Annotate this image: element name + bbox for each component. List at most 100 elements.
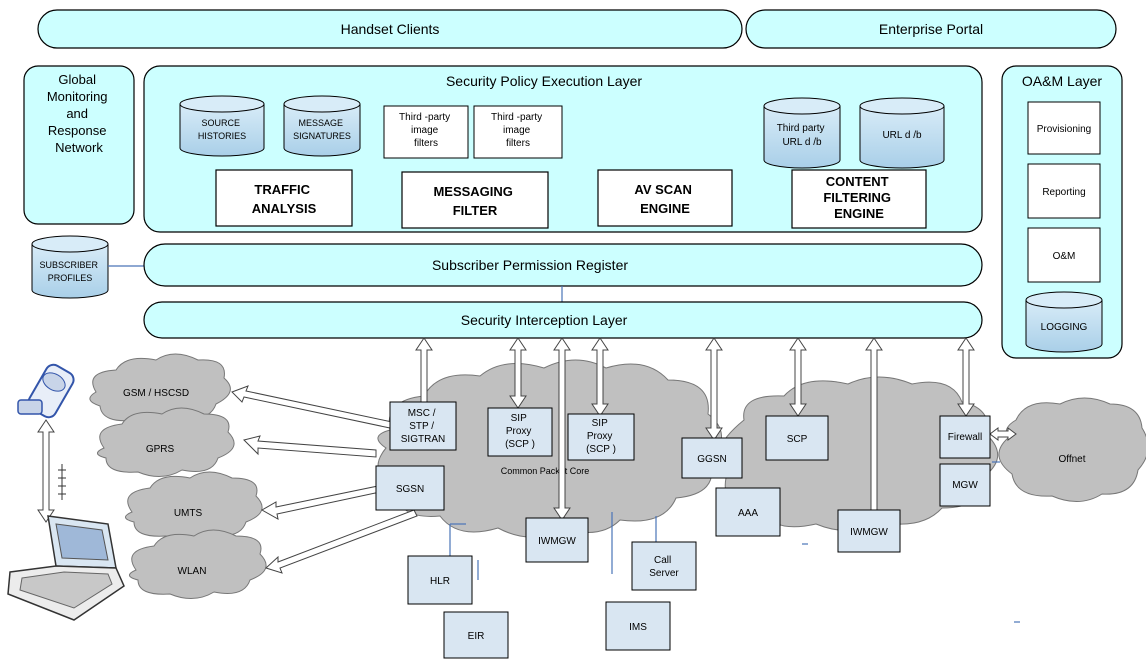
node-label: GGSN	[697, 454, 726, 465]
engine-label: ENGINE	[640, 201, 690, 216]
engine-label: ENGINE	[834, 206, 884, 221]
node-label: SIGTRAN	[401, 434, 445, 445]
svg-text:AV SCAN ENGINE: AV SCAN ENGINE	[634, 182, 695, 216]
subscriber-permission-register-bar: Subscriber Permission Register	[143, 243, 983, 287]
engine-label: MESSAGING	[433, 184, 512, 199]
global-monitoring-panel: Global Monitoring and Response Network	[23, 65, 135, 225]
antenna-icon	[58, 464, 66, 500]
url-database-icon: URL d /b	[859, 97, 945, 169]
sil-label: Security Interception Layer	[461, 312, 628, 328]
handset-clients-bar: Handset Clients	[37, 9, 743, 49]
umts-cloud: UMTS	[125, 471, 263, 541]
node-label: EIR	[468, 631, 485, 642]
node-label: IMS	[629, 622, 647, 633]
db-label: Third party	[777, 123, 825, 134]
filter-label: image	[503, 125, 531, 136]
global-monitoring-line: Network	[55, 140, 103, 155]
subscriber-profiles-database-icon: SUBSCRIBER PROFILES	[31, 235, 109, 299]
enterprise-portal-label: Enterprise Portal	[879, 21, 983, 37]
enterprise-portal-bar: Enterprise Portal	[745, 9, 1117, 49]
security-policy-execution-layer: Security Policy Execution Layer SOURCE H…	[143, 65, 983, 233]
network-label: UMTS	[174, 508, 203, 519]
node-label: SGSN	[396, 484, 424, 495]
node-label: SIP	[511, 413, 527, 424]
eir-box: EIR	[443, 611, 509, 659]
network-label: GPRS	[146, 444, 175, 455]
firewall-box: Firewall	[939, 415, 991, 459]
logging-label: LOGGING	[1041, 322, 1088, 333]
oam-title: OA&M Layer	[1022, 73, 1102, 89]
security-interception-layer-bar: Security Interception Layer	[143, 301, 983, 339]
db-label: URL d /b	[882, 130, 922, 141]
node-label: Call	[654, 555, 671, 566]
svg-text:Call Server: Call Server	[649, 555, 679, 579]
gprs-cloud: GPRS	[97, 407, 235, 477]
av-scan-engine-box: AV SCAN ENGINE	[597, 169, 733, 227]
mgw-box: MGW	[939, 463, 991, 507]
svg-text:SOURCE HISTORIES: SOURCE HISTORIES	[198, 118, 246, 141]
message-signatures-database-icon: MESSAGE SIGNATURES	[283, 95, 361, 157]
filter-label: filters	[506, 138, 530, 149]
db-label: SIGNATURES	[293, 131, 351, 141]
engine-label: TRAFFIC	[254, 182, 310, 197]
global-monitoring-line: Global	[58, 72, 96, 87]
aaa-box: AAA	[715, 487, 781, 537]
db-label: URL d /b	[782, 137, 822, 148]
scp-box: SCP	[765, 415, 829, 461]
node-label: IWMGW	[538, 536, 576, 547]
provisioning-label: Provisioning	[1037, 124, 1091, 135]
node-label: Proxy	[506, 426, 532, 437]
spr-label: Subscriber Permission Register	[432, 257, 628, 273]
node-label: Firewall	[948, 432, 982, 443]
db-label: SOURCE	[201, 118, 240, 128]
db-label: HISTORIES	[198, 131, 246, 141]
node-label: STP /	[409, 421, 434, 432]
core-label: Common Packet Core	[501, 466, 590, 476]
core-connectors	[449, 461, 1020, 623]
msc-stp-sigtran-box: MSC / STP / SIGTRAN	[389, 401, 457, 451]
offnet-link-arrow	[989, 427, 1017, 441]
mobile-phone-icon	[17, 363, 75, 419]
om-label: O&M	[1053, 251, 1076, 262]
svg-text:Third party URL d /b: Third party URL d /b	[777, 123, 828, 148]
om-box: O&M	[1027, 227, 1101, 283]
node-label: SCP	[787, 434, 808, 445]
filter-label: Third -party	[399, 112, 450, 123]
hlr-box: HLR	[407, 555, 473, 605]
gsm-hscsd-cloud: GSM / HSCSD	[89, 353, 231, 425]
global-monitoring-line: and	[66, 106, 88, 121]
sgsn-box: SGSN	[375, 465, 445, 511]
global-monitoring-line: Response	[48, 123, 107, 138]
third-party-image-filter-2: Third -party image filters	[473, 105, 563, 159]
sip-proxy-box-1: SIP Proxy (SCP )	[487, 407, 553, 457]
content-filtering-engine-box: CONTENT FILTERING ENGINE	[791, 169, 927, 229]
node-label: Server	[649, 568, 679, 579]
messaging-filter-box: MESSAGING FILTER	[401, 171, 549, 229]
network-label: WLAN	[178, 566, 207, 577]
third-party-url-database-icon: Third party URL d /b	[763, 97, 841, 169]
svg-text:SIP Proxy (SCP ): SIP Proxy (SCP )	[505, 413, 535, 450]
svg-text:Third -party image: Third -party image filters	[491, 112, 545, 149]
svg-text:CONTENT FILTERING: CONTENT FILTERING ENGINE	[823, 174, 894, 221]
device-link-arrow	[37, 419, 55, 523]
reporting-label: Reporting	[1042, 187, 1085, 198]
svg-text:MESSAGE SIGNATURES: MESSAGE SIGNATURES	[293, 118, 351, 141]
iwmgw-box-1: IWMGW	[525, 517, 589, 563]
svg-text:Third -party image: Third -party image filters	[399, 112, 453, 149]
db-label: SUBSCRIBER	[39, 260, 98, 270]
node-label: MSC /	[408, 408, 436, 419]
db-label: PROFILES	[48, 273, 93, 283]
interception-arrows	[415, 337, 975, 541]
node-label: Proxy	[587, 431, 613, 442]
ggsn-box: GGSN	[681, 437, 743, 479]
svg-text:Global Monitoring: Global Monitoring and Response Network	[47, 72, 111, 155]
svg-text:TRAFFIC ANALYSIS: TRAFFIC ANALYSIS	[252, 182, 317, 216]
access-arrows	[231, 385, 418, 574]
provisioning-box: Provisioning	[1027, 101, 1101, 155]
reporting-box: Reporting	[1027, 163, 1101, 219]
svg-text:MSC / STP / SIGTRA: MSC / STP / SIGTRAN	[401, 408, 445, 445]
svg-text:SUBSCRIBER PROFILES: SUBSCRIBER PROFILES	[39, 260, 100, 283]
engine-label: AV SCAN	[634, 182, 692, 197]
filter-label: image	[411, 125, 439, 136]
oam-layer-panel: OA&M Layer Provisioning Reporting O&M LO…	[1001, 65, 1123, 359]
